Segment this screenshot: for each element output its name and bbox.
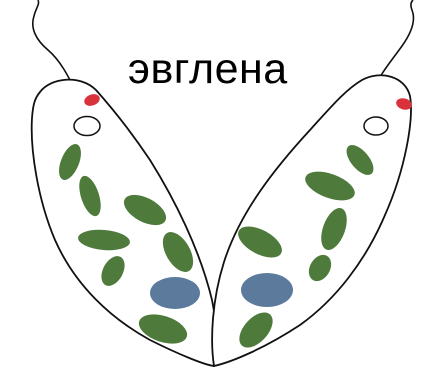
diagram-title: эвглена <box>128 48 288 91</box>
left-nucleus <box>150 277 200 309</box>
right-contractile-vacuole <box>364 117 388 135</box>
left-contractile-vacuole <box>74 117 100 136</box>
left-cell-body <box>32 80 217 366</box>
right-nucleus <box>241 273 293 307</box>
